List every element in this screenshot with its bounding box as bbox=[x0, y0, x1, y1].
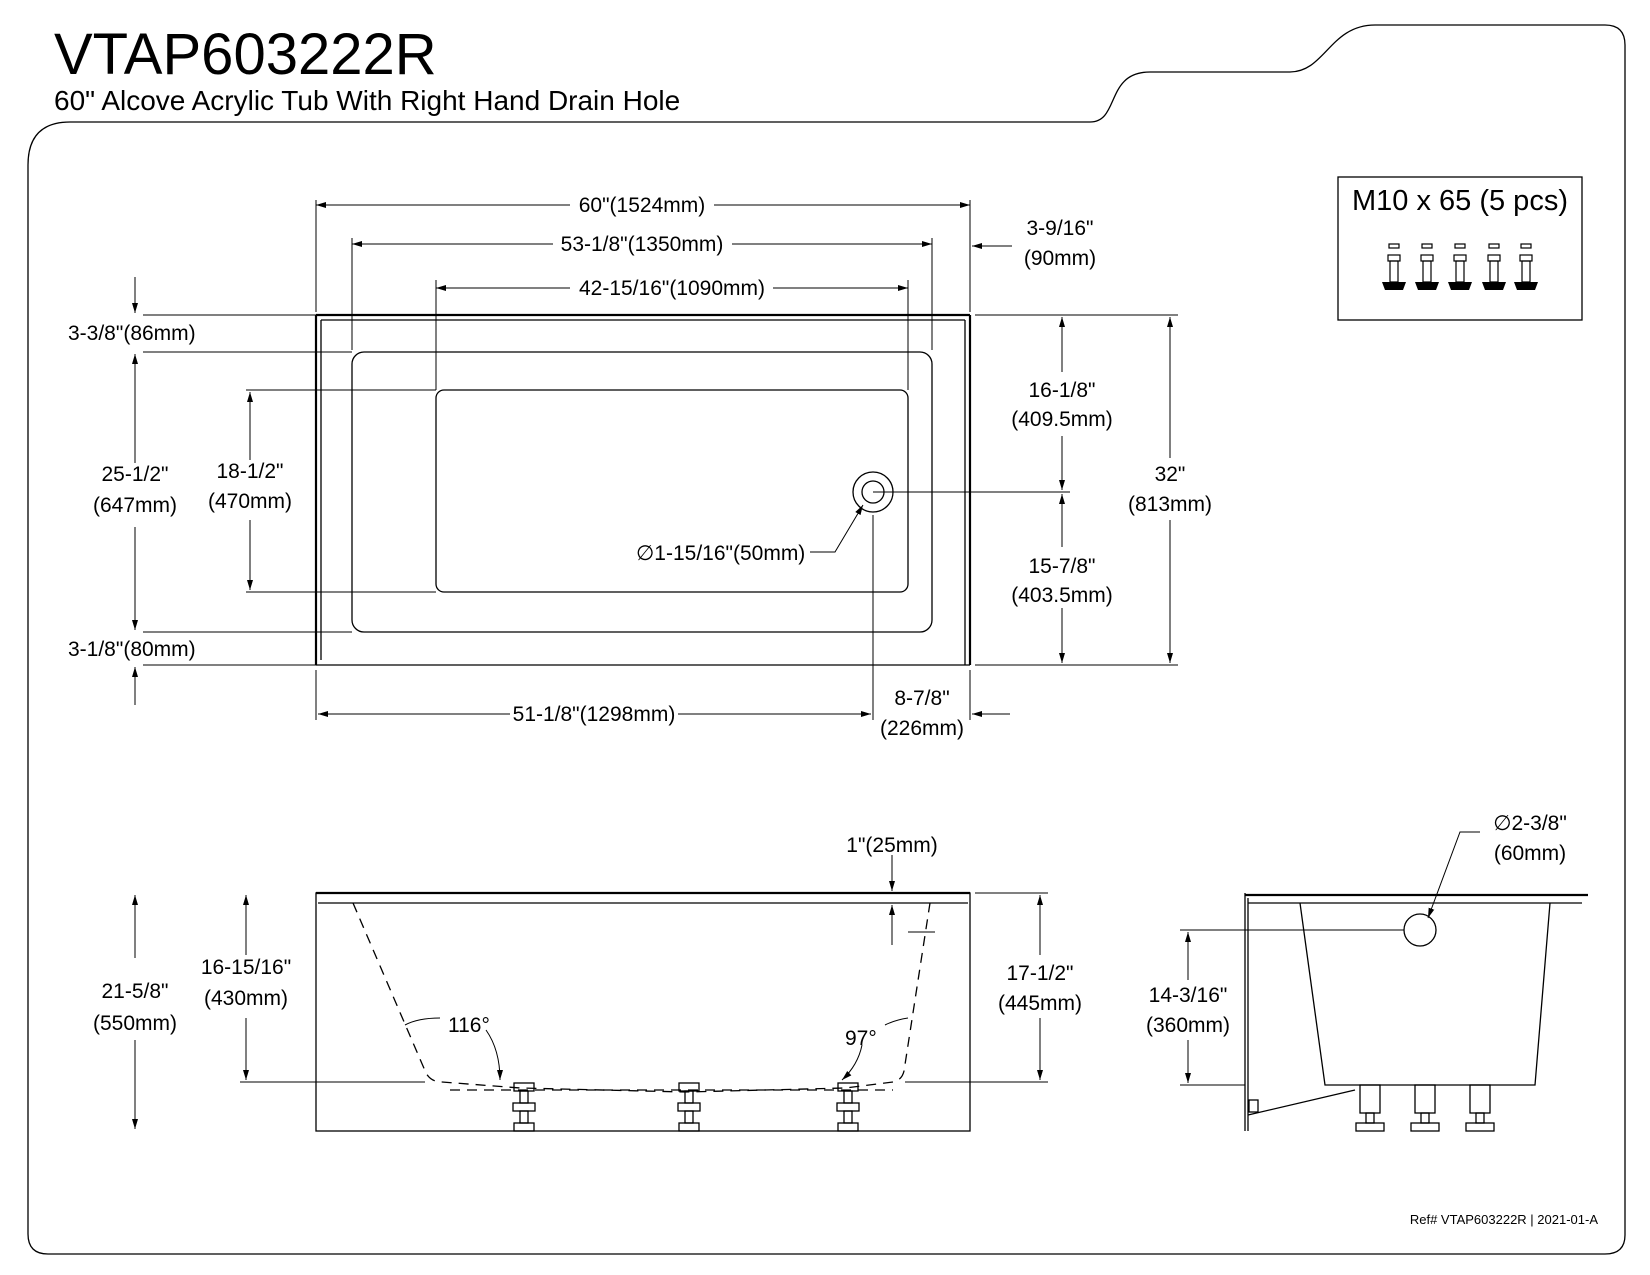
dim-drain-end-mm: (226mm) bbox=[880, 717, 964, 740]
dim-overflow-diameter-mm: (60mm) bbox=[1494, 842, 1566, 865]
dim-top-margin: 3-3/8"(86mm) bbox=[68, 322, 196, 345]
reference-number: Ref# VTAP603222R | 2021-01-A bbox=[1410, 1212, 1598, 1227]
dim-inner-depth: 17-1/2" bbox=[1007, 962, 1074, 985]
foot-icon bbox=[1355, 1084, 1385, 1132]
side-view: 14-3/16" (360mm) ∅2-3/8" (60mm) bbox=[1146, 812, 1588, 1132]
dim-overall-width-mm: (813mm) bbox=[1128, 493, 1212, 516]
dim-overall-height-mm: (550mm) bbox=[93, 1012, 177, 1035]
dim-drain-diameter: ∅1-15/16"(50mm) bbox=[636, 542, 805, 565]
dim-depth: 16-15/16" bbox=[201, 956, 291, 979]
dim-overall-width: 32" bbox=[1155, 463, 1186, 486]
dim-flange-right: 3-9/16" bbox=[1027, 217, 1094, 240]
foot-icon bbox=[1465, 1084, 1495, 1132]
angle-left: 116° bbox=[448, 1014, 490, 1037]
hardware-label: M10 x 65 (5 pcs) bbox=[1352, 185, 1568, 217]
top-view: 60"(1524mm) 53-1/8"(1350mm) 42-15/16"(10… bbox=[68, 194, 1212, 740]
bolt-icon bbox=[1447, 243, 1473, 291]
dim-drain-to-back: 16-1/8" bbox=[1029, 379, 1096, 402]
dim-rim: 1"(25mm) bbox=[846, 834, 937, 857]
dim-inner-length: 53-1/8"(1350mm) bbox=[561, 233, 724, 256]
dim-drain-to-front: 15-7/8" bbox=[1029, 555, 1096, 578]
product-description: 60" Alcove Acrylic Tub With Right Hand D… bbox=[54, 85, 680, 116]
dim-overall-length: 60"(1524mm) bbox=[579, 194, 706, 217]
bolt-icon bbox=[1481, 243, 1507, 291]
dim-bottom-margin: 3-1/8"(80mm) bbox=[68, 638, 196, 661]
overflow-hole bbox=[1403, 913, 1437, 947]
dim-overall-height: 21-5/8" bbox=[102, 980, 169, 1003]
dim-bottom-width: 18-1/2" bbox=[217, 460, 284, 483]
dim-depth-mm: (430mm) bbox=[204, 987, 288, 1010]
dim-drain-to-front-mm: (403.5mm) bbox=[1011, 584, 1113, 607]
dim-overflow-diameter: ∅2-3/8" bbox=[1493, 812, 1567, 835]
dim-bottom-width-mm: (470mm) bbox=[208, 490, 292, 513]
dim-inner-width: 25-1/2" bbox=[102, 463, 169, 486]
dim-drain-offset: 51-1/8"(1298mm) bbox=[513, 703, 676, 726]
model-number: VTAP603222R bbox=[54, 22, 437, 87]
bolt-icon bbox=[1414, 243, 1440, 291]
angle-right: 97° bbox=[845, 1027, 877, 1050]
bolt-icon bbox=[1513, 243, 1539, 291]
front-view: 21-5/8" (550mm) 16-15/16" (430mm) 17-1/2… bbox=[93, 834, 1082, 1131]
dim-overflow-height-mm: (360mm) bbox=[1146, 1014, 1230, 1037]
dim-inner-depth-mm: (445mm) bbox=[998, 992, 1082, 1015]
dim-bottom-length: 42-15/16"(1090mm) bbox=[579, 277, 765, 300]
dim-inner-width-mm: (647mm) bbox=[93, 494, 177, 517]
dim-flange-right-mm: (90mm) bbox=[1024, 247, 1096, 270]
sheet-border bbox=[27, 24, 1626, 1255]
dim-drain-end: 8-7/8" bbox=[894, 687, 949, 710]
dim-overflow-height: 14-3/16" bbox=[1149, 984, 1228, 1007]
bolt-icon bbox=[1381, 243, 1407, 291]
hardware-box: M10 x 65 (5 pcs) bbox=[1337, 176, 1583, 321]
foot-icon bbox=[1410, 1084, 1440, 1132]
dim-drain-to-back-mm: (409.5mm) bbox=[1011, 408, 1113, 431]
